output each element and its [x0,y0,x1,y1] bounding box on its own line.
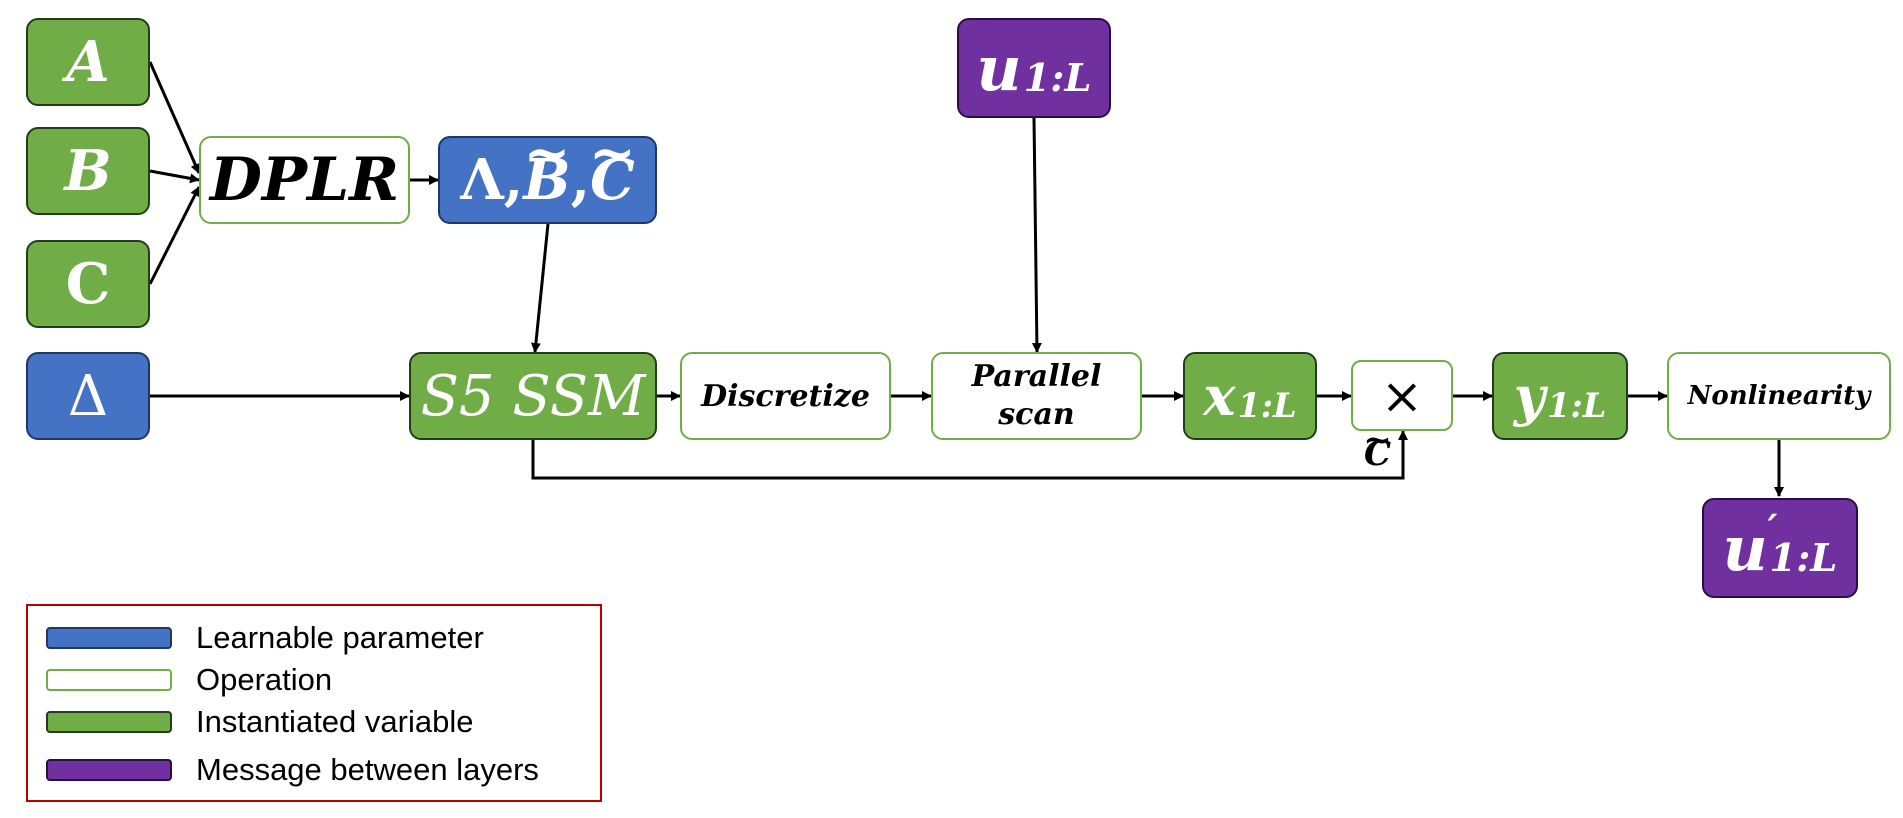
node-discretize: Discretize [680,352,891,440]
legend-label-message: Message between layers [196,752,539,787]
parallel-scan-line1: Parallel [971,359,1102,394]
legend: Learnable parameter Operation Instantiat… [26,604,602,802]
node-dplr: DPLR [199,136,410,224]
legend-item-message: Message between layers [46,752,539,788]
node-delta: Δ [26,352,150,440]
ssm-label: S5 SSM [420,363,646,429]
legend-swatch-green [46,711,172,733]
params-c: C [590,147,635,213]
params-b-tilde-mark: ~ [523,120,571,187]
node-c: C [26,240,150,328]
c-tilde-base: C [1364,434,1392,474]
node-delta-label: Δ [67,363,109,429]
params-c-tilde-mark: ~ [588,120,636,187]
discretize-label: Discretize [701,378,870,414]
node-c-label: C [65,251,111,317]
node-params: Λ , ~ B , ~ C [438,120,657,224]
node-a-label: A [66,29,110,95]
legend-label-learnable: Learnable parameter [196,620,484,655]
node-s5-ssm: S5 SSM [409,352,657,440]
u-out-prime: ′ [1767,505,1778,550]
y-base: y [1513,364,1546,428]
params-b-tilde: ~ B [523,120,571,213]
parallel-scan-line2: scan [998,397,1075,432]
params-lambda: Λ [460,147,504,213]
nonlinearity-label: Nonlinearity [1687,381,1871,411]
legend-swatch-blue [46,627,172,649]
legend-label-operation: Operation [196,662,333,697]
u-in-base: u [976,31,1022,105]
node-b: B [26,127,150,215]
params-sep-1: , [503,147,524,213]
c-tilde-wrap: ~ C [1363,420,1392,474]
node-multiply: × [1351,360,1453,431]
edge-params-to-ssm [530,223,550,353]
params-b: B [523,147,571,213]
c-tilde-mark: ~ [1363,419,1392,460]
node-u-out: u′1:L [1702,498,1858,598]
x-sub: 1:L [1237,385,1297,425]
params-sep-2: , [570,147,591,213]
legend-label-instantiated: Instantiated variable [196,704,474,739]
edge-b-to-dplr [149,169,200,184]
multiply-label: × [1381,366,1423,425]
u-out-sub: 1:L [1769,536,1838,582]
node-nonlinearity: Nonlinearity [1667,352,1891,440]
x-base: x [1203,364,1236,428]
u-in-sub: 1:L [1023,56,1092,102]
edge-uin-to-scan [1031,117,1042,353]
legend-swatch-purple [46,759,172,781]
y-sub: 1:L [1547,385,1607,425]
node-dplr-label: DPLR [209,145,400,215]
legend-item-operation: Operation [46,662,332,698]
edge-label-c-tilde: ~ C [1363,420,1392,474]
legend-item-learnable: Learnable parameter [46,620,484,656]
legend-swatch-operation [46,669,172,691]
edge-c-to-dplr [148,186,201,285]
params-c-tilde: ~ C [589,120,636,213]
node-a: A [26,18,150,106]
u-out-base: u [1722,511,1768,585]
node-b-label: B [64,138,112,204]
node-parallel-scan: Parallel scan [931,352,1142,440]
edge-a-to-dplr [148,61,201,174]
legend-item-instantiated: Instantiated variable [46,704,473,740]
edge-ssm-c-to-multiply [531,430,1408,480]
